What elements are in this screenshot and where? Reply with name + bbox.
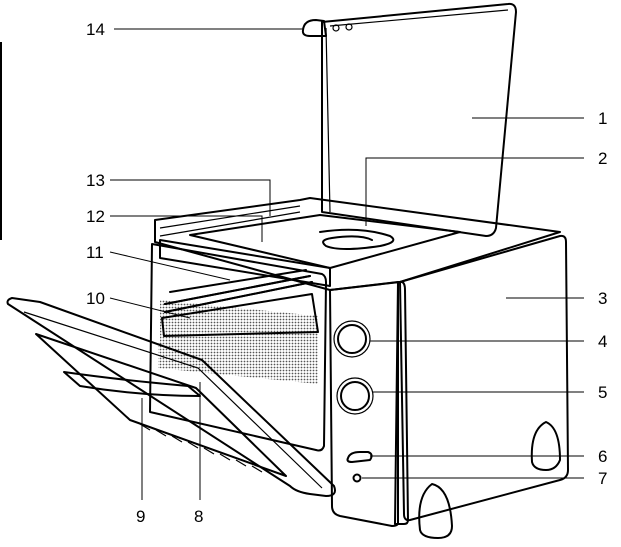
heating-compartment [189,214,461,269]
callout-10: 10 [86,289,105,308]
callout-3: 3 [598,289,607,308]
right-body-panel [399,234,569,522]
callout-11: 11 [86,243,104,262]
lid-edge [325,9,509,213]
knob-timer [340,381,370,411]
oven-cavity [149,243,327,452]
foot-right [530,421,561,471]
callout-6: 6 [598,447,607,466]
control-panel [329,281,399,527]
callout-4: 4 [598,332,607,351]
leader-lines [109,28,584,500]
hinge-screw-1 [332,24,340,32]
door-handle [63,371,201,397]
foot-front [418,483,453,539]
hinge-screw-2 [345,23,353,31]
callout-7: 7 [598,469,607,488]
knob-timer-base [336,377,374,415]
baking-tray [161,293,319,337]
knob-thermostat-base [333,320,371,358]
lid [321,2,517,237]
wire-rack [164,269,313,313]
door-hatching [139,423,263,473]
selector-switch [346,451,373,463]
callout-9: 9 [136,507,145,526]
knob-thermostat [337,324,367,354]
callout-5: 5 [598,383,607,402]
oven-door [6,297,336,497]
door-inner-frame [23,311,323,489]
callout-1: 1 [598,109,607,128]
door-glass [35,333,287,477]
top-ridge [159,205,301,237]
callout-8: 8 [194,507,203,526]
pilot-lamp [352,473,362,483]
lid-handle [301,19,327,37]
callout-14: 14 [86,20,105,39]
callout-2: 2 [598,149,607,168]
callout-13: 13 [86,171,105,190]
cavity-floor [158,336,318,384]
callout-12: 12 [86,207,105,226]
heating-element [319,228,395,250]
grill-screen [159,239,331,287]
